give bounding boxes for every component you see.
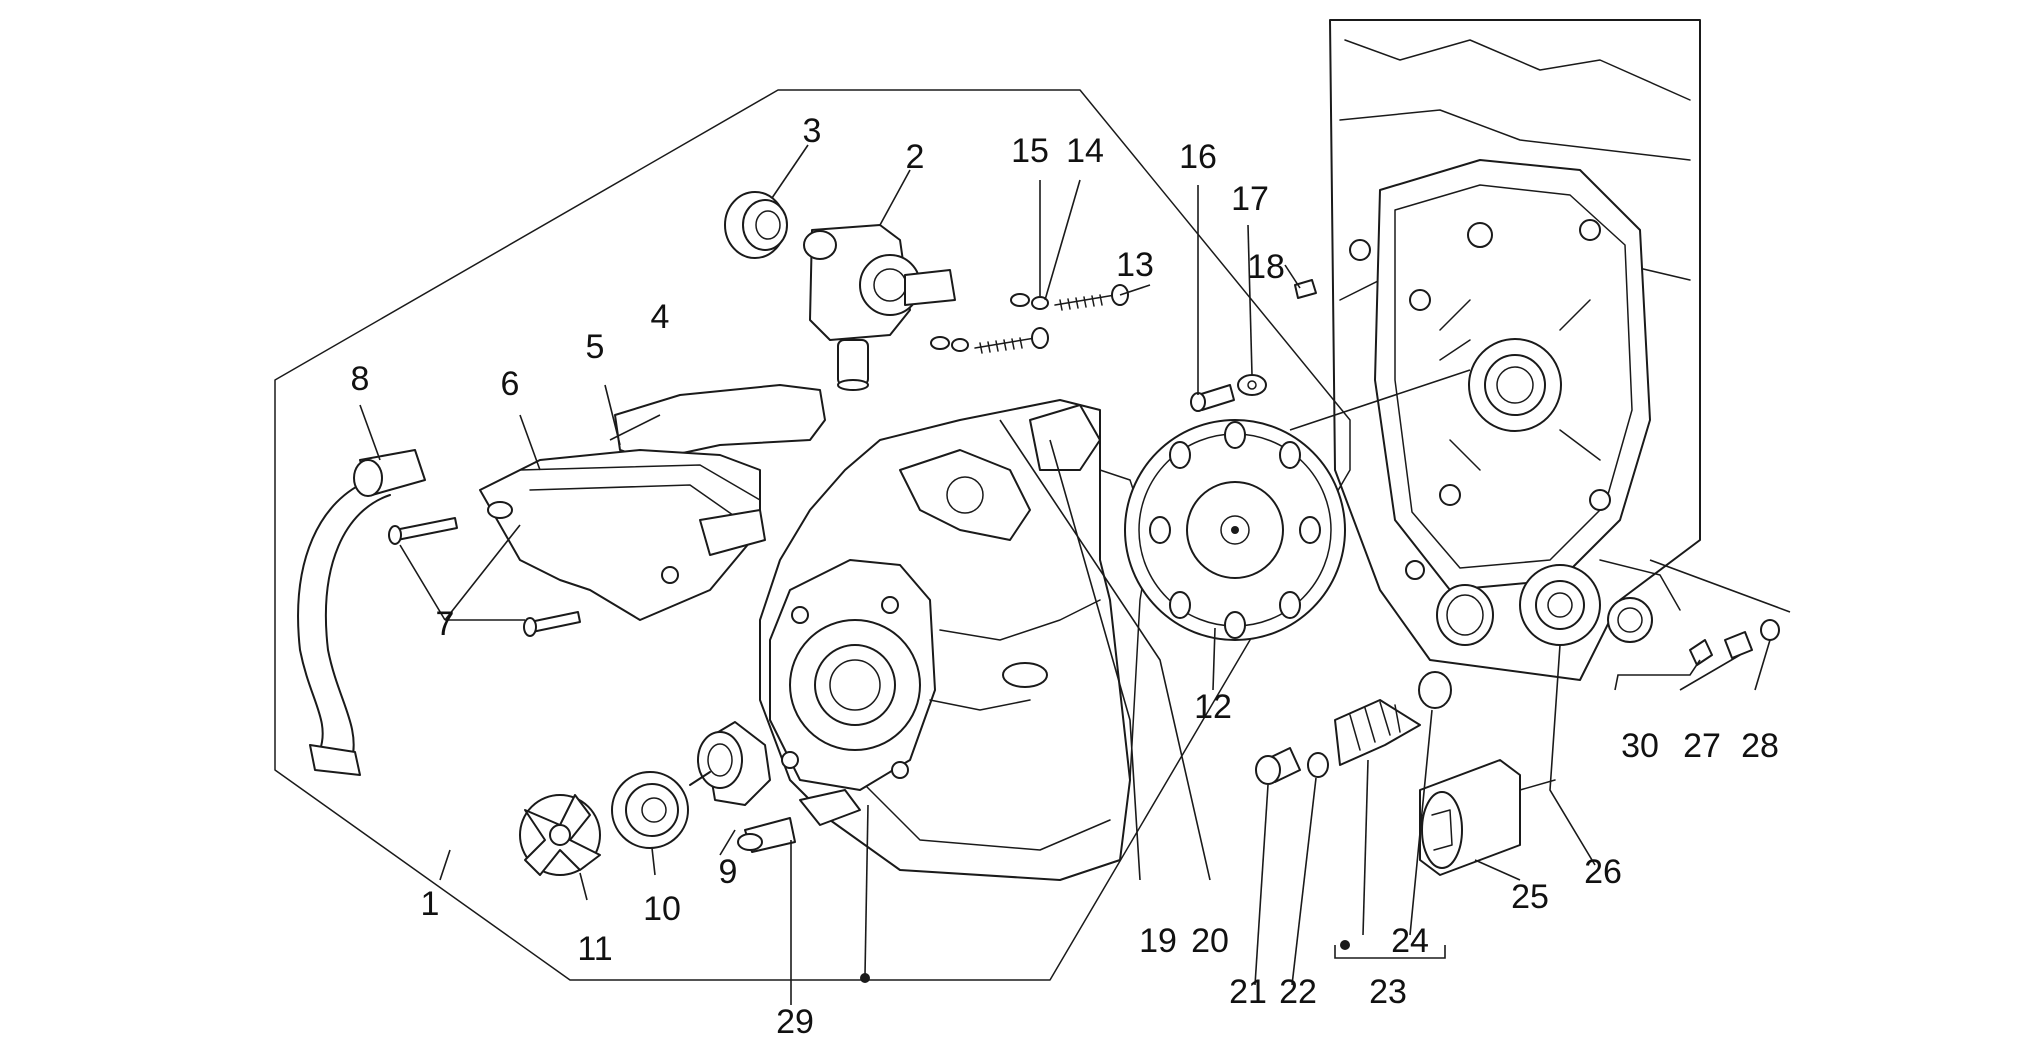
callout-18: 18 bbox=[1247, 248, 1285, 286]
callout-2: 2 bbox=[906, 138, 925, 176]
callout-26: 26 bbox=[1584, 853, 1622, 891]
engine-crankcase bbox=[1329, 19, 1701, 681]
callout-20: 20 bbox=[1191, 922, 1229, 960]
callout-25: 25 bbox=[1511, 878, 1549, 916]
mechanical-seal bbox=[611, 771, 689, 849]
callout-30: 30 bbox=[1621, 727, 1659, 765]
pump-cover-housing bbox=[759, 399, 1151, 881]
bolts-and-washers bbox=[930, 284, 1129, 354]
callout-8: 8 bbox=[351, 360, 370, 398]
leader-lines bbox=[359, 144, 1791, 1005]
callout-1: 1 bbox=[421, 885, 440, 923]
callout-9: 9 bbox=[719, 853, 738, 891]
thermostat-valve bbox=[803, 224, 956, 391]
callout-16: 16 bbox=[1179, 138, 1217, 176]
assembly-boundary-outline bbox=[274, 89, 1351, 981]
callout-28: 28 bbox=[1741, 727, 1779, 765]
fan-screw-washer-pin bbox=[1190, 279, 1317, 412]
heat-shield-cover bbox=[479, 384, 826, 621]
fan-rotor-plate bbox=[1124, 419, 1346, 641]
callout-24: 24 bbox=[1391, 922, 1429, 960]
pump-shaft-bearing bbox=[689, 721, 771, 806]
callout-27: 27 bbox=[1683, 727, 1721, 765]
callout-29: 29 bbox=[776, 1003, 814, 1037]
callout-21: 21 bbox=[1229, 973, 1267, 1011]
callout-17: 17 bbox=[1231, 180, 1269, 218]
callout-11: 11 bbox=[577, 930, 612, 968]
callout-19: 19 bbox=[1139, 922, 1177, 960]
callout-10: 10 bbox=[643, 890, 681, 928]
callout-3: 3 bbox=[803, 112, 822, 150]
rubber-bush bbox=[737, 817, 796, 853]
callout-5: 5 bbox=[586, 328, 605, 366]
callout-14: 14 bbox=[1066, 132, 1104, 170]
reference-dot-left bbox=[860, 973, 870, 983]
callout-13: 13 bbox=[1116, 246, 1154, 284]
callout-15: 15 bbox=[1011, 132, 1049, 170]
water-pump-impeller bbox=[519, 794, 601, 876]
callout-6: 6 bbox=[501, 365, 520, 403]
callout-22: 22 bbox=[1279, 973, 1317, 1011]
callout-23: 23 bbox=[1369, 973, 1407, 1011]
oil-seal bbox=[724, 191, 788, 259]
callout-4: 4 bbox=[651, 298, 670, 336]
callout-7: 7 bbox=[436, 605, 455, 643]
oil-filter-assembly bbox=[1255, 619, 1780, 876]
coolant-hose bbox=[297, 449, 426, 776]
reference-dot-right bbox=[1340, 940, 1350, 950]
callout-12: 12 bbox=[1194, 688, 1232, 726]
callout-labels: 1 2 3 4 5 6 7 8 9 10 11 12 13 14 15 16 1… bbox=[351, 112, 1779, 1037]
